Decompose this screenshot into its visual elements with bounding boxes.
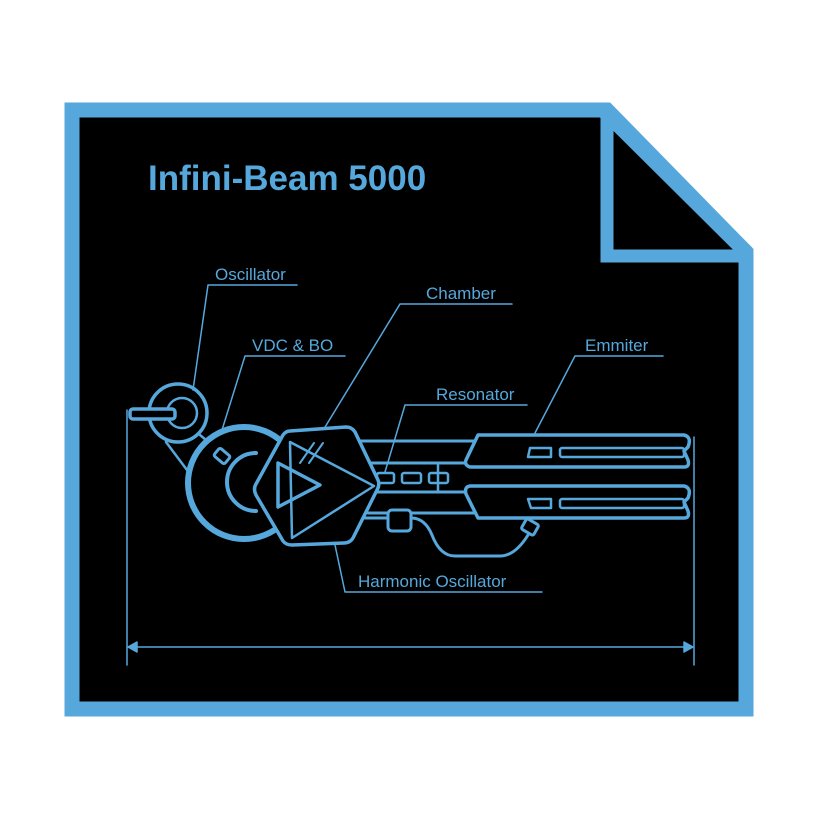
diagram-title: Infini-Beam 5000	[148, 159, 426, 198]
emitter-barrels	[358, 433, 692, 520]
harmonic-oscillator-part	[363, 508, 540, 558]
label-vdc-bo: VDC & BO	[252, 336, 333, 355]
document-frame	[64, 102, 754, 717]
dimension-line	[126, 409, 695, 666]
label-resonator: Resonator	[436, 385, 515, 404]
leader-lines	[192, 284, 664, 593]
label-oscillator: Oscillator	[215, 265, 286, 284]
label-harmonic-oscillator: Harmonic Oscillator	[358, 572, 507, 591]
label-emmiter: Emmiter	[585, 336, 649, 355]
label-chamber: Chamber	[426, 284, 496, 303]
oscillator-part	[128, 382, 214, 472]
chamber-part	[252, 425, 381, 547]
